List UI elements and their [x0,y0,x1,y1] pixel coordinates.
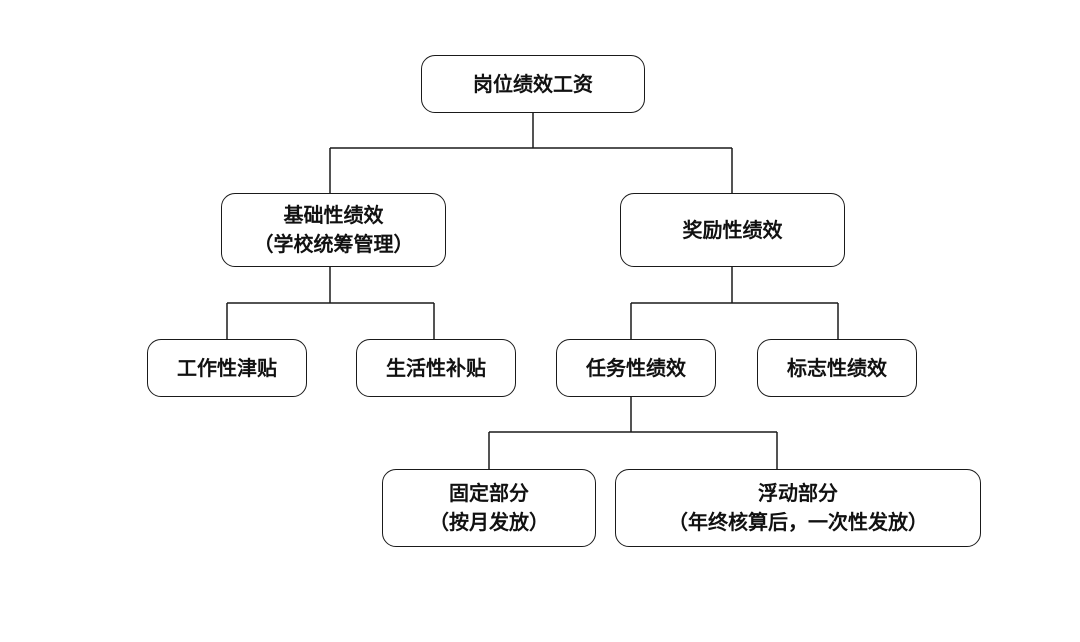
node-floating-subtitle: （年终核算后，一次性发放） [668,510,928,534]
node-root: 岗位绩效工资 [421,55,645,113]
node-reward-performance: 奖励性绩效 [620,193,845,267]
node-living-subsidy-title: 生活性补贴 [386,355,486,380]
node-basic-title: 基础性绩效 [283,203,384,227]
node-reward-title: 奖励性绩效 [682,217,783,242]
node-living-subsidy: 生活性补贴 [356,339,516,397]
node-basic-performance: 基础性绩效 （学校统筹管理） [221,193,446,267]
node-symbolic-title: 标志性绩效 [787,355,887,380]
node-floating-title: 浮动部分 [758,481,838,505]
node-task-performance: 任务性绩效 [556,339,716,397]
node-symbolic-performance: 标志性绩效 [757,339,917,397]
node-basic-subtitle: （学校统筹管理） [253,232,414,256]
node-root-title: 岗位绩效工资 [473,71,593,96]
node-fixed-title: 固定部分 [449,481,529,505]
node-task-title: 任务性绩效 [586,355,686,380]
node-work-allowance-title: 工作性津贴 [177,355,277,380]
node-fixed-subtitle: （按月发放） [429,510,549,534]
node-work-allowance: 工作性津贴 [147,339,307,397]
node-fixed-part: 固定部分 （按月发放） [382,469,596,547]
node-floating-part: 浮动部分 （年终核算后，一次性发放） [615,469,981,547]
